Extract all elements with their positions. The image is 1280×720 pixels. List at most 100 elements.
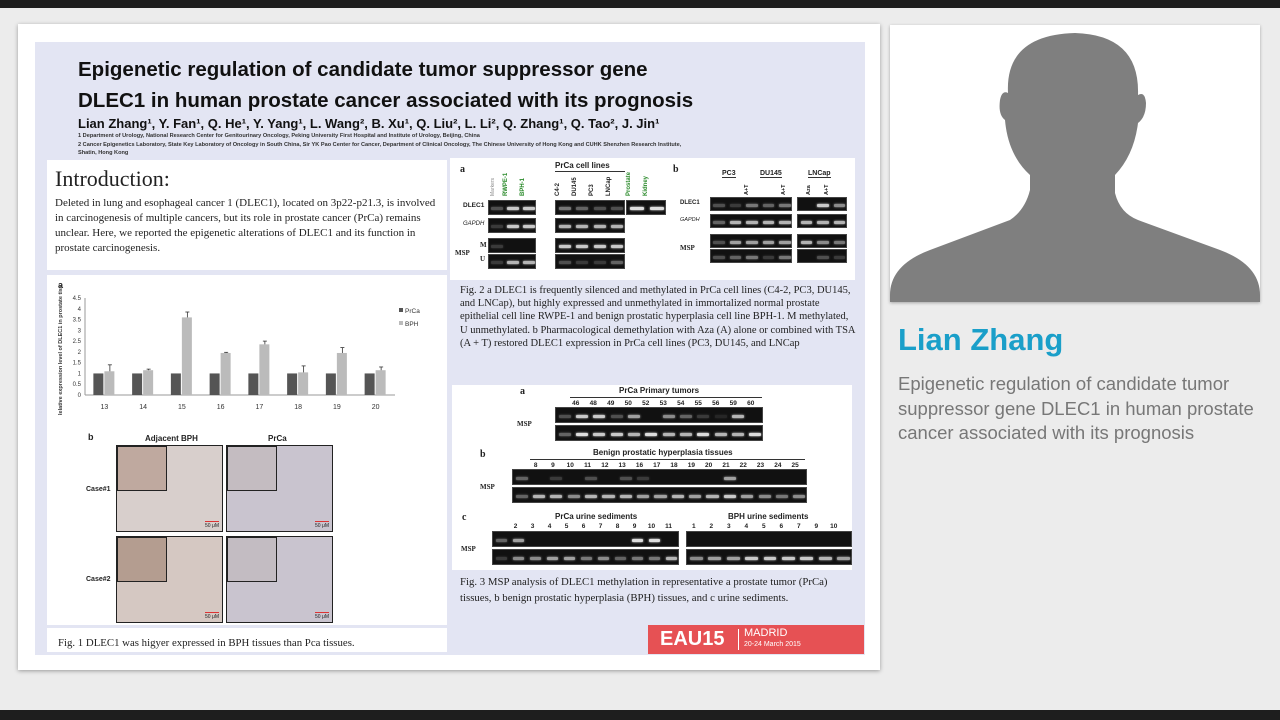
bar-bph bbox=[336, 352, 347, 395]
fig3a-title: PrCa Primary tumors bbox=[619, 386, 700, 395]
gel-band bbox=[614, 556, 627, 560]
gel-band bbox=[800, 556, 814, 560]
lane-label: 8 bbox=[615, 523, 620, 530]
lane-label: 21 bbox=[722, 462, 730, 469]
gel-b-lncap bbox=[797, 214, 847, 228]
fig1-label-b: b bbox=[88, 432, 94, 442]
lane-label: 18 bbox=[670, 462, 678, 469]
gel-band bbox=[491, 207, 503, 210]
fig2-label-b: b bbox=[673, 164, 679, 175]
lane-label: 60 bbox=[747, 400, 755, 407]
lane-label: 10 bbox=[830, 523, 838, 530]
gel-b-main bbox=[710, 249, 792, 263]
micrograph-bph-case1: 50 μM bbox=[116, 445, 223, 532]
fig3-label-a: a bbox=[520, 386, 525, 397]
gel-band bbox=[593, 432, 606, 436]
gel-band bbox=[745, 556, 758, 560]
gel-band bbox=[512, 538, 525, 542]
lane-label: A+T bbox=[744, 184, 750, 195]
y-tick-label: 2 bbox=[78, 350, 82, 356]
gel-band bbox=[800, 220, 813, 224]
lane-label: 5 bbox=[761, 523, 766, 530]
lane-label: 7 bbox=[796, 523, 801, 530]
legend-label: PrCa bbox=[405, 308, 420, 315]
y-tick-label: 4.5 bbox=[73, 296, 82, 302]
group-label: LNCap bbox=[808, 170, 831, 178]
gel-band bbox=[713, 240, 725, 244]
x-tick-label: 20 bbox=[372, 404, 380, 411]
gel-band bbox=[523, 207, 535, 210]
lane-label: 10 bbox=[566, 462, 574, 469]
lane-label: 1 bbox=[691, 523, 696, 530]
affiliation-2b: Shatin, Hong Kong bbox=[78, 150, 129, 156]
gel-band bbox=[650, 207, 664, 210]
fig2b-row-dlec1: DLEC1 bbox=[680, 200, 700, 206]
lane-label: A+T bbox=[781, 184, 787, 195]
lane-label: 4 bbox=[744, 523, 749, 530]
lane-label: 23 bbox=[756, 462, 765, 469]
gel-band bbox=[627, 414, 641, 418]
lane-label: 53 bbox=[659, 400, 667, 407]
fig1-caption-panel bbox=[47, 628, 447, 652]
gel-band bbox=[576, 261, 589, 264]
gel-band bbox=[779, 255, 791, 259]
micrograph-bph-case2: 50 μM bbox=[116, 536, 223, 623]
x-tick-label: 19 bbox=[333, 404, 341, 411]
bar-bph bbox=[143, 370, 154, 395]
lane-label: 5 bbox=[564, 523, 569, 530]
bar-bph bbox=[181, 317, 192, 395]
intro-text: Deleted in lung and esophageal cancer 1 … bbox=[55, 197, 436, 254]
lane-label: 59 bbox=[729, 400, 737, 407]
fig3c2-title: BPH urine sediments bbox=[728, 512, 809, 521]
gel-b-lncap bbox=[797, 197, 847, 211]
scale-bar-label: 50 μM bbox=[315, 612, 329, 620]
gel-a-rwpe bbox=[488, 238, 536, 253]
gel-band bbox=[593, 225, 606, 228]
gel-band bbox=[558, 414, 571, 418]
gel-band bbox=[713, 220, 725, 224]
bar-bph bbox=[298, 372, 309, 395]
lane-label: PC3 bbox=[589, 184, 595, 196]
gel-3a-u bbox=[555, 425, 763, 441]
lane-label: 10 bbox=[647, 523, 656, 530]
lane-label: Kidney bbox=[643, 175, 649, 196]
eau15-madrid-watermark: EAU15 MADRID 20-24 March 2015 bbox=[648, 625, 864, 654]
gel-band bbox=[550, 476, 563, 480]
gel-band bbox=[491, 245, 503, 248]
lane-label: 6 bbox=[779, 523, 784, 530]
gel-band bbox=[648, 538, 661, 542]
gel-band bbox=[746, 240, 758, 244]
gel-band bbox=[631, 538, 644, 542]
gel-band bbox=[576, 207, 589, 210]
fig1-col2: PrCa bbox=[268, 434, 287, 443]
gel-band bbox=[729, 220, 742, 224]
gel-a-prca bbox=[555, 254, 625, 269]
lane-label: DU145 bbox=[572, 177, 578, 196]
gel-band bbox=[762, 240, 775, 244]
gel-band bbox=[793, 494, 806, 498]
lane-label: 20 bbox=[705, 462, 713, 469]
gel-band bbox=[833, 203, 846, 207]
fig2-group-label: PrCa cell lines bbox=[555, 161, 610, 170]
gel-band bbox=[762, 255, 775, 259]
gel-band bbox=[585, 494, 598, 498]
x-tick-label: 15 bbox=[178, 404, 186, 411]
gel-band bbox=[679, 414, 693, 418]
gel-band bbox=[576, 225, 589, 228]
gel-a-prca bbox=[555, 218, 625, 233]
gel-band bbox=[731, 414, 745, 418]
lane-label: 7 bbox=[598, 523, 603, 530]
lane-label: 52 bbox=[642, 400, 650, 407]
gel-band bbox=[558, 261, 571, 264]
bar-bph bbox=[104, 371, 115, 395]
affiliation-1: 1 Department of Urology, National Resear… bbox=[78, 133, 480, 139]
gel-band bbox=[637, 476, 650, 480]
bar-prca bbox=[170, 373, 181, 395]
lane-label: 2 bbox=[709, 523, 714, 530]
gel-band bbox=[575, 414, 589, 418]
lane-label: 12 bbox=[601, 462, 609, 469]
lane-label: 3 bbox=[726, 523, 731, 530]
gel-b-lncap bbox=[797, 234, 847, 248]
micrograph-prca-case1: 50 μM bbox=[226, 445, 333, 532]
person-silhouette-icon bbox=[890, 25, 1260, 302]
